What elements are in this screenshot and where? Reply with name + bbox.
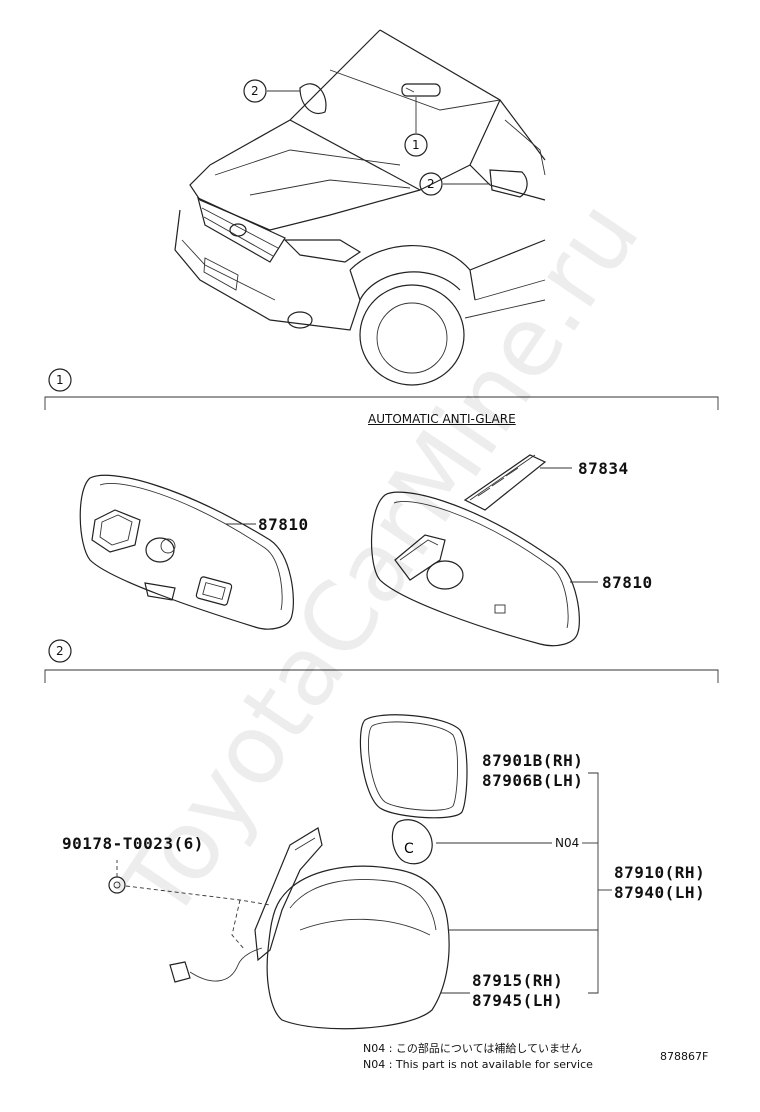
svg-text:C: C xyxy=(404,841,414,857)
footnote-jp: N04 : この部品については補給していません xyxy=(363,1042,582,1055)
section2-frame xyxy=(44,639,719,683)
part-87940-label: 87940(LH) xyxy=(614,883,706,902)
footnote-en: N04 : This part is not available for ser… xyxy=(363,1058,593,1071)
part-87906b-label: 87906B(LH) xyxy=(482,771,584,790)
part-90178-label: 90178-T0023(6) xyxy=(62,834,204,853)
callout-1-vehicle: 1 xyxy=(412,138,420,152)
part-87834-label: 87834 xyxy=(578,459,629,478)
callout-2-vehicle-left: 2 xyxy=(251,84,259,98)
part-87915-label: 87915(RH) xyxy=(472,971,564,990)
part-87945-label: 87945(LH) xyxy=(472,991,564,1010)
vehicle-drawing xyxy=(174,29,546,386)
part-87901b-label: 87901B(RH) xyxy=(482,751,584,770)
callout-2-section: 2 xyxy=(56,644,64,658)
inner-mirror-standard-drawing xyxy=(79,474,294,630)
callout-1-section: 1 xyxy=(56,373,64,387)
door-mirror-drawing: C xyxy=(108,714,612,1030)
section1-heading: AUTOMATIC ANTI-GLARE xyxy=(368,412,516,426)
part-87810-right-label: 87810 xyxy=(602,573,653,592)
figure-id: 878867F xyxy=(660,1050,709,1063)
inner-mirror-auto-drawing xyxy=(371,454,598,647)
callout-2-vehicle-right: 2 xyxy=(427,177,435,191)
note-ref-n04: N04 xyxy=(555,836,580,850)
part-87910-label: 87910(RH) xyxy=(614,863,706,882)
section1-frame xyxy=(44,368,719,410)
part-87810-left-label: 87810 xyxy=(258,515,309,534)
